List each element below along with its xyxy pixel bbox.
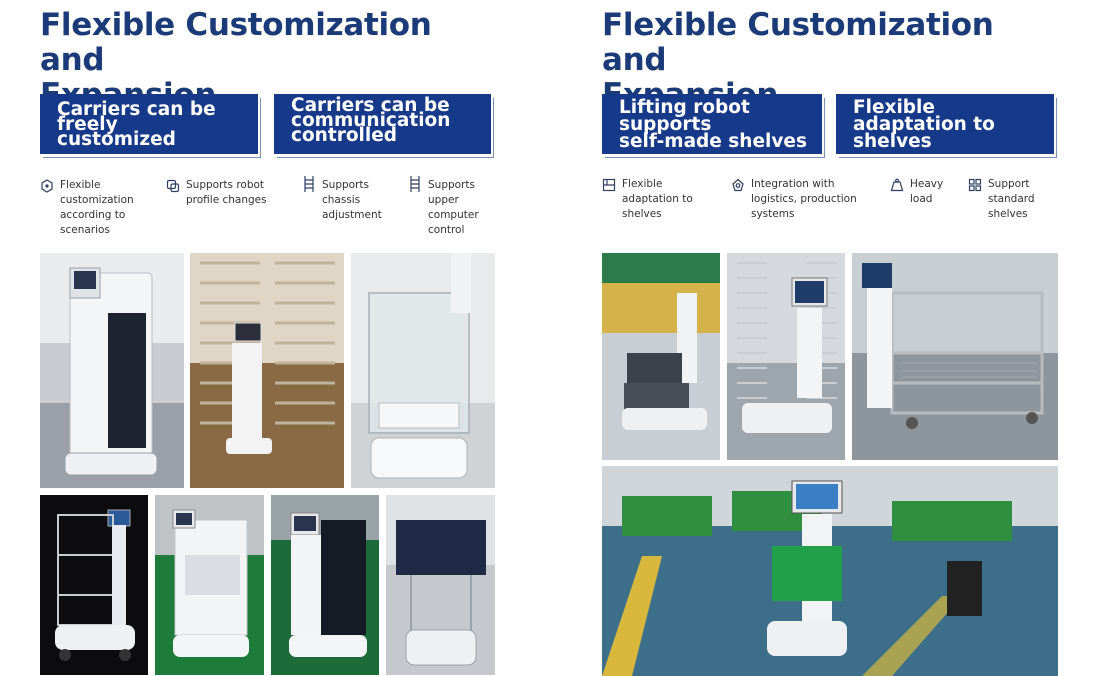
cube-network-icon — [40, 179, 54, 193]
photo-steel-cart-robot — [852, 253, 1058, 460]
photo-tray-rack-robot — [190, 253, 344, 488]
feature-chassis-adjustment: Supports chassis adjustment — [302, 174, 392, 223]
weight-icon — [890, 178, 904, 192]
banner-label: Carriers can be communication controlled — [291, 95, 451, 146]
feature-upper-computer: Supports upper computer control — [408, 174, 498, 238]
banner-carriers-customized: Carriers can be freely customized — [40, 94, 258, 154]
feature-text: Integration with logistics, production s… — [751, 178, 857, 220]
feature-text: Flexible customization according to scen… — [60, 179, 134, 236]
banner-carriers-communication: Carriers can be communication controlled — [274, 94, 491, 154]
photo-factory-floor-robot — [602, 466, 1058, 676]
feature-text: Supports chassis adjustment — [322, 179, 382, 221]
right-panel: Flexible Customization and Expansion Lif… — [602, 0, 1058, 676]
banner-flexible-adaptation: Flexible adaptation to shelves — [836, 94, 1054, 154]
profile-shape-icon — [166, 179, 180, 193]
feature-profile-changes: Supports robot profile changes — [166, 178, 286, 208]
integration-gear-icon — [731, 178, 745, 192]
feature-text: Support standard shelves — [988, 178, 1035, 220]
grid-shelf-icon — [968, 178, 982, 192]
photo-black-cabinet-robot — [271, 495, 379, 675]
photo-rack-lifting-robot — [727, 253, 845, 460]
photo-glass-box-robot — [351, 253, 495, 488]
left-panel: Flexible Customization and Expansion Car… — [40, 0, 496, 676]
photo-wire-rack-robot — [40, 495, 148, 675]
photo-white-cabinet-robot — [40, 253, 184, 488]
banner-lifting-robot: Lifting robot supports self-made shelves — [602, 94, 822, 154]
computer-ladder-icon — [408, 175, 422, 193]
feature-standard-shelves: Support standard shelves — [968, 177, 1068, 222]
feature-integration: Integration with logistics, production s… — [731, 177, 861, 222]
banner-label: Flexible adaptation to shelves — [853, 96, 995, 152]
feature-text: Flexible adaptation to shelves — [622, 178, 693, 220]
photo-open-cabinet-robot — [155, 495, 264, 675]
feature-flexible-customization: Flexible customization according to scen… — [40, 178, 160, 238]
feature-adaptation-shelves: Flexible adaptation to shelves — [602, 177, 722, 222]
chassis-ladder-icon — [302, 175, 316, 193]
feature-text: Supports upper computer control — [428, 179, 479, 236]
feature-text: Supports robot profile changes — [186, 179, 267, 206]
shelf-icon — [602, 178, 616, 192]
photo-lifting-tray-robot — [602, 253, 720, 460]
banner-label: Lifting robot supports self-made shelves — [619, 96, 807, 152]
banner-label: Carriers can be freely customized — [57, 98, 216, 150]
feature-heavy-load: Heavy load — [890, 177, 960, 207]
feature-text: Heavy load — [910, 178, 944, 205]
photo-frame-shelf-robot — [386, 495, 495, 675]
